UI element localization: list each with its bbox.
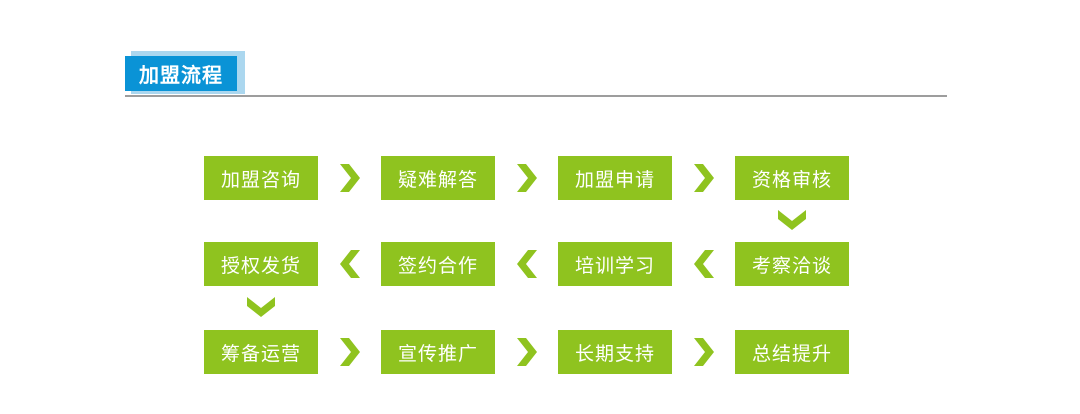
chevron-right-icon [517,338,537,366]
flow-step: 考察洽谈 [735,242,849,286]
chevron-down-icon [778,210,806,230]
chevron-down-icon [247,297,275,317]
flow-step: 授权发货 [204,242,318,286]
flow-step: 长期支持 [558,330,672,374]
chevron-right-icon [517,164,537,192]
flow-step: 筹备运营 [204,330,318,374]
flow-step: 加盟申请 [558,156,672,200]
section-title: 加盟流程 [139,63,223,87]
flow-step: 疑难解答 [381,156,495,200]
chevron-left-icon [694,250,714,278]
chevron-right-icon [694,164,714,192]
flow-step: 宣传推广 [381,330,495,374]
chevron-left-icon [340,250,360,278]
flow-step: 培训学习 [558,242,672,286]
flow-step: 总结提升 [735,330,849,374]
section-title-tab: 加盟流程 [125,56,237,91]
chevron-right-icon [340,164,360,192]
flow-step: 签约合作 [381,242,495,286]
flow-step: 资格审核 [735,156,849,200]
chevron-right-icon [694,338,714,366]
chevron-right-icon [340,338,360,366]
flow-step: 加盟咨询 [204,156,318,200]
header-divider-line [125,95,947,97]
chevron-left-icon [517,250,537,278]
